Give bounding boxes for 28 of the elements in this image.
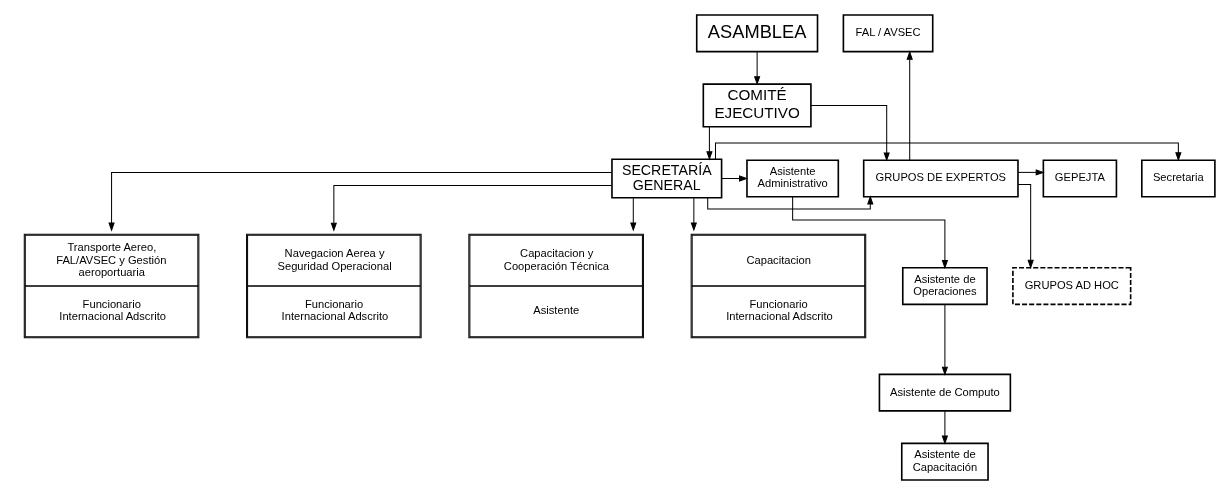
- node-box: Asistente de Capacitación: [900, 442, 989, 481]
- arrow: [707, 194, 874, 209]
- node-box: Asistente de Operaciones: [901, 266, 988, 305]
- node-box: GRUPOS AD HOC: [1012, 266, 1132, 305]
- node-box: GRUPOS DE EXPERTOS: [862, 158, 1019, 198]
- arrow: [1017, 168, 1045, 176]
- arrow: [706, 125, 713, 160]
- arrow: [690, 197, 698, 232]
- node-box: Asistente de Computo: [878, 373, 1012, 412]
- arrow: [792, 195, 949, 269]
- node-box: COMITÉ EJECUTIVO: [702, 82, 812, 127]
- arrow: [330, 184, 613, 232]
- arrow: [1017, 183, 1034, 269]
- arrow: [721, 174, 749, 182]
- arrow: [753, 50, 761, 85]
- node-box: Asistente Administrativo: [746, 158, 840, 198]
- node-box: SECRETARÍA GENERAL: [611, 157, 723, 199]
- arrow: [630, 197, 637, 232]
- arrow: [715, 141, 1182, 161]
- arrow: [941, 303, 949, 376]
- arrow: [108, 171, 613, 232]
- arrow: [810, 104, 890, 162]
- arrow: [941, 410, 949, 445]
- node-box: ASAMBLEA: [695, 13, 819, 52]
- node-box: FAL / AVSEC: [842, 13, 934, 52]
- arrow: [906, 50, 913, 161]
- node-box: Secretaria: [1141, 158, 1216, 198]
- node-box: GEPEJTA: [1042, 158, 1118, 198]
